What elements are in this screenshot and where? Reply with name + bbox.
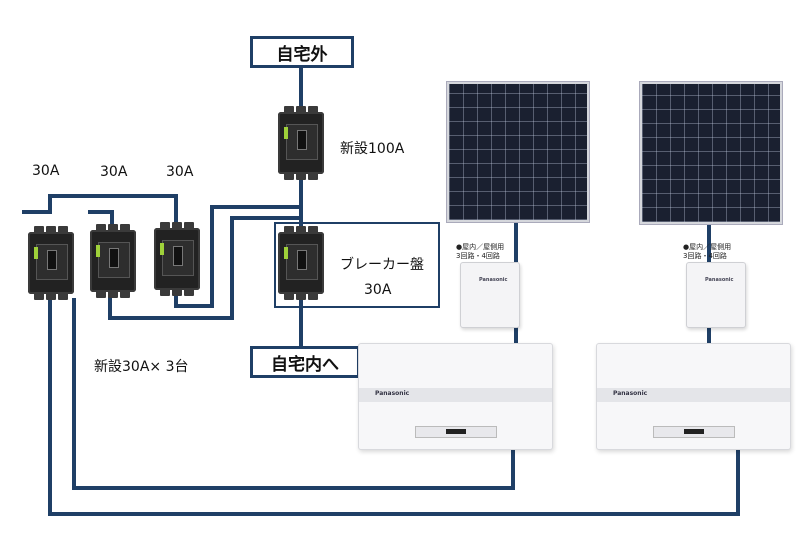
unit-2-spec: ●屋内／屋側用 3回路・4回路 <box>683 243 731 261</box>
pcs-2-brand: Panasonic <box>705 277 734 283</box>
power-conditioner-2: Panasonic <box>686 262 746 328</box>
amp-label-3: 30A <box>166 164 194 180</box>
outside-box: 自宅外 <box>250 36 354 68</box>
branch-breaker-3 <box>154 222 200 296</box>
panel-breaker <box>278 226 324 300</box>
branch-breaker-1 <box>28 226 74 300</box>
inside-box: 自宅内へ <box>250 346 360 378</box>
main-breaker-label: 新設100A <box>340 141 405 157</box>
branch-breaker-2 <box>90 224 136 298</box>
battery-1-brand: Panasonic <box>375 390 410 397</box>
solar-panel-2 <box>640 82 782 224</box>
power-conditioner-1: Panasonic <box>460 262 520 328</box>
solar-panel-1 <box>447 82 589 222</box>
inside-label: 自宅内へ <box>271 354 339 375</box>
wire-top-1 <box>22 194 178 232</box>
unit-2-spec-line2: 3回路・4回路 <box>683 252 727 260</box>
unit-1-spec-line1: ●屋内／屋側用 <box>456 243 505 251</box>
new-breakers-label: 新設30A× 3台 <box>94 359 189 375</box>
storage-battery-2: Panasonic <box>596 343 791 450</box>
outside-label: 自宅外 <box>276 44 328 65</box>
pcs-1-brand: Panasonic <box>479 277 508 283</box>
battery-2-control-strip <box>653 426 735 438</box>
unit-1-spec: ●屋内／屋側用 3回路・4回路 <box>456 243 504 261</box>
battery-2-brand: Panasonic <box>613 390 648 397</box>
battery-1-control-strip <box>415 426 497 438</box>
storage-battery-1: Panasonic <box>358 343 553 450</box>
unit-1-spec-line2: 3回路・4回路 <box>456 252 500 260</box>
wire-return-1 <box>72 298 515 490</box>
breaker-panel-label: ブレーカー盤 <box>340 257 424 273</box>
wire-bus-2 <box>108 216 301 320</box>
breaker-panel-box <box>274 222 440 308</box>
wire-return-2 <box>48 298 740 516</box>
amp-label-1: 30A <box>32 163 60 179</box>
unit-2-spec-line1: ●屋内／屋側用 <box>683 243 732 251</box>
main-breaker <box>278 106 324 180</box>
breaker-panel-amp: 30A <box>364 282 392 298</box>
amp-label-2: 30A <box>100 164 128 180</box>
